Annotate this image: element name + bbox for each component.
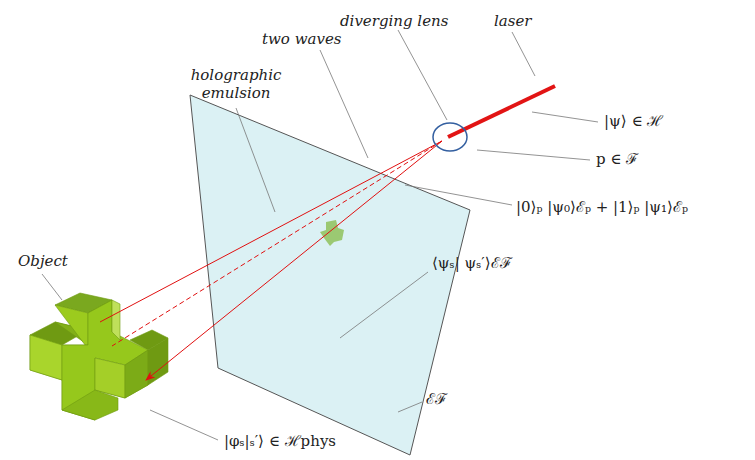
wave-arrow bbox=[146, 141, 442, 380]
holographic-plate bbox=[190, 95, 470, 455]
overlap-label: ⟨ψₛ| ψₛ′⟩ℰℱ bbox=[432, 254, 512, 272]
wave-ray bbox=[100, 141, 442, 322]
leader-lines bbox=[42, 30, 598, 440]
waves-label: two waves bbox=[262, 30, 342, 48]
diverging-lens bbox=[433, 123, 467, 151]
state-label: |ψ⟩ ∈ ℋ bbox=[604, 112, 663, 130]
laser-label: laser bbox=[494, 12, 532, 30]
photon-label: p ∈ ℱ bbox=[596, 150, 638, 168]
lens-label: diverging lens bbox=[340, 12, 448, 30]
superposition-label: |0⟩ₚ |ψ₀⟩ℰₚ + |1⟩ₚ |ψ₁⟩ℰₚ bbox=[516, 198, 688, 216]
environment-label: ℰℱ bbox=[426, 390, 447, 408]
emulsion-label: holographic emulsion bbox=[186, 66, 286, 102]
physical-state-label: |φₛ|ₛ′⟩ ∈ ℋphys bbox=[224, 432, 336, 450]
wave-ray-dashed bbox=[112, 141, 442, 346]
object-label: Object bbox=[18, 252, 68, 270]
object-cross bbox=[30, 293, 168, 420]
emulsion-patch bbox=[320, 220, 344, 246]
